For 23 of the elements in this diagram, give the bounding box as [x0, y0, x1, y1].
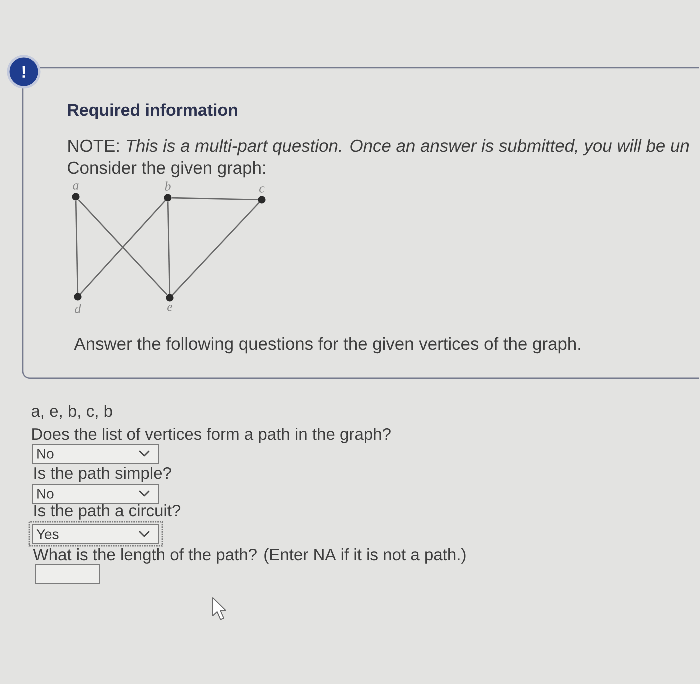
heading: Required information [68, 104, 238, 120]
question-text: Does the list of vertices form a path in the graph? [32, 428, 391, 444]
question-text: Is the path a circuit? [34, 504, 181, 520]
answer-box [35, 564, 100, 584]
vertex-label: c [260, 186, 265, 193]
note-text: NOTE: This is a multi-part question. Once an answer is submitted, you will be un [68, 139, 690, 156]
question-text: What is the length of the path? (Enter NA if it is not a path.) [33, 548, 466, 564]
graph-edge [172, 197, 258, 201]
alert-badge: ! [7, 55, 41, 89]
graph-edge [75, 200, 79, 294]
vertex-label: b [165, 182, 171, 191]
vertex-label: d [75, 304, 82, 314]
graph-edge [167, 202, 171, 294]
question-text: Is the path simple? [34, 467, 172, 482]
dropdown: No [32, 484, 159, 504]
vertex-label: a [73, 184, 79, 190]
dropdown: No [32, 444, 159, 464]
vertex-sequence: a, e, b, c, b [32, 405, 112, 420]
vertex-label: e [168, 305, 173, 312]
graph-edge [172, 202, 260, 296]
dropdown: Yes [28, 521, 164, 547]
prompt-text: Consider the given graph: [68, 161, 266, 178]
instruction-text: Answer the following questions for the given vertices of the graph. [74, 337, 580, 354]
